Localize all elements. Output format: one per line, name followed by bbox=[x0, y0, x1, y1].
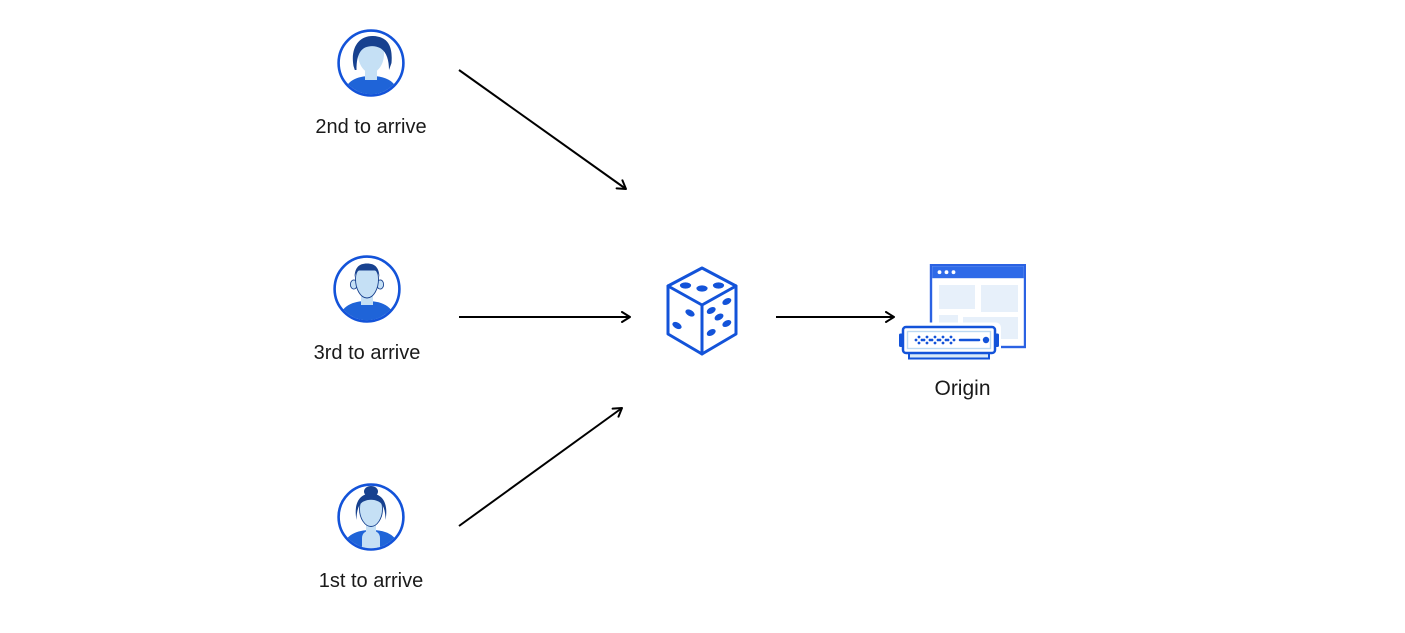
user-avatar-female-bun-icon bbox=[337, 483, 405, 551]
server-dot-pattern bbox=[914, 335, 956, 345]
arrow-client-1st-to-dice bbox=[458, 407, 623, 527]
user-avatar-male-swept-hair-icon bbox=[337, 29, 405, 97]
client-label: 1st to arrive bbox=[318, 570, 424, 592]
balancer-node bbox=[662, 265, 742, 357]
origin-server-browser-icon bbox=[899, 264, 1026, 360]
dice-icon bbox=[666, 266, 738, 356]
client-label: 3rd to arrive bbox=[313, 342, 421, 364]
origin-label: Origin bbox=[934, 377, 991, 400]
arrow-client-2nd-to-dice bbox=[458, 69, 627, 190]
origin-node: Origin bbox=[899, 264, 1026, 401]
client-node-3rd: 3rd to arrive bbox=[292, 254, 442, 365]
client-node-1st: 1st to arrive bbox=[296, 482, 446, 593]
client-node-2nd: 2nd to arrive bbox=[296, 28, 446, 139]
client-label: 2nd to arrive bbox=[315, 116, 427, 138]
user-avatar-male-flat-top-icon bbox=[333, 255, 401, 323]
